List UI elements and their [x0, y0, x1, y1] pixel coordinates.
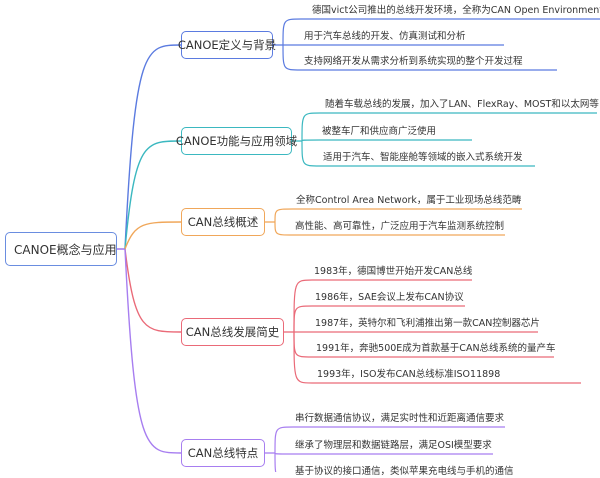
branch-node-3[interactable]: CAN总线发展简史 — [181, 318, 284, 346]
leaf-topic[interactable]: 全称Control Area Network，属于工业现场总线范畴 — [296, 195, 522, 206]
leaf-topic[interactable]: 串行数据通信协议，满足实时性和近距离通信要求 — [295, 413, 505, 424]
leaf-topic[interactable]: 高性能、高可靠性，广泛应用于汽车监测系统控制 — [295, 221, 505, 232]
leaf-connector-2-0 — [274, 208, 522, 223]
leaf-topic[interactable]: 1991年，奔驰500E成为首款基于CAN总线系统的量产车 — [316, 343, 556, 354]
branch-connector-2 — [124, 221, 182, 250]
leaf-connector-4-1 — [274, 452, 493, 455]
leaf-topic[interactable]: 德国vict公司推出的总线开发环境，全称为CAN Open Environmen… — [312, 5, 600, 16]
leaf-topic[interactable]: 1983年，德国博世开始开发CAN总线 — [314, 266, 473, 277]
leaf-connector-1-0 — [301, 112, 597, 142]
branch-label: CAN总线特点 — [187, 446, 259, 460]
branch-node-2[interactable]: CAN总线概述 — [181, 208, 265, 236]
root-label: CANOE概念与应用 — [14, 242, 117, 257]
leaf-topic[interactable]: 被整车厂和供应商广泛使用 — [322, 126, 437, 137]
leaf-topic[interactable]: 随着车载总线的发展，加入了LAN、FlexRay、MOST和以太网等 — [325, 99, 599, 110]
leaf-connector-1-2 — [301, 140, 535, 167]
branch-connector-0 — [124, 44, 182, 250]
leaf-topic[interactable]: 用于汽车总线的开发、仿真测试和分析 — [304, 31, 466, 42]
branch-label: CAN总线发展简史 — [185, 325, 280, 339]
branch-connector-3 — [124, 248, 182, 333]
leaf-topic[interactable]: 1993年，ISO发布CAN总线标准ISO11898 — [317, 369, 501, 380]
branch-label: CANOE定义与背景 — [177, 38, 277, 52]
leaf-topic[interactable]: 1986年，SAE会议上发布CAN协议 — [315, 292, 464, 303]
root-node[interactable]: CANOE概念与应用 — [5, 232, 117, 266]
branch-label: CANOE功能与应用领域 — [175, 134, 298, 148]
leaf-connector-4-2 — [274, 452, 277, 472]
leaf-topic[interactable]: 继承了物理层和数据链路层，满足OSI模型要求 — [295, 440, 492, 451]
leaf-connector-1-1 — [301, 139, 472, 142]
leaf-connector-0-0 — [282, 18, 600, 46]
branch-node-1[interactable]: CANOE功能与应用领域 — [176, 127, 297, 155]
leaf-topic[interactable]: 基于协议的接口通信，类似苹果充电线与手机的通信 — [295, 466, 514, 477]
leaf-topic[interactable]: 支持网络开发从需求分析到系统实现的整个开发过程 — [304, 56, 523, 67]
branch-node-0[interactable]: CANOE定义与背景 — [177, 31, 277, 59]
leaf-connector-4-0 — [274, 426, 505, 454]
leaf-connector-3-4 — [293, 331, 581, 384]
leaf-connector-3-1 — [293, 305, 465, 333]
branch-label: CAN总线概述 — [187, 215, 259, 229]
leaf-topic[interactable]: 适用于汽车、智能座舱等领域的嵌入式系统开发 — [323, 152, 523, 163]
leaf-topic[interactable]: 1987年，英特尔和飞利浦推出第一款CAN控制器芯片 — [315, 318, 540, 329]
leaf-connector-0-2 — [282, 44, 557, 71]
branch-node-4[interactable]: CAN总线特点 — [181, 439, 265, 467]
branch-connector-1 — [124, 140, 182, 250]
branch-connector-4 — [124, 248, 182, 454]
leaf-connector-2-1 — [274, 221, 505, 236]
